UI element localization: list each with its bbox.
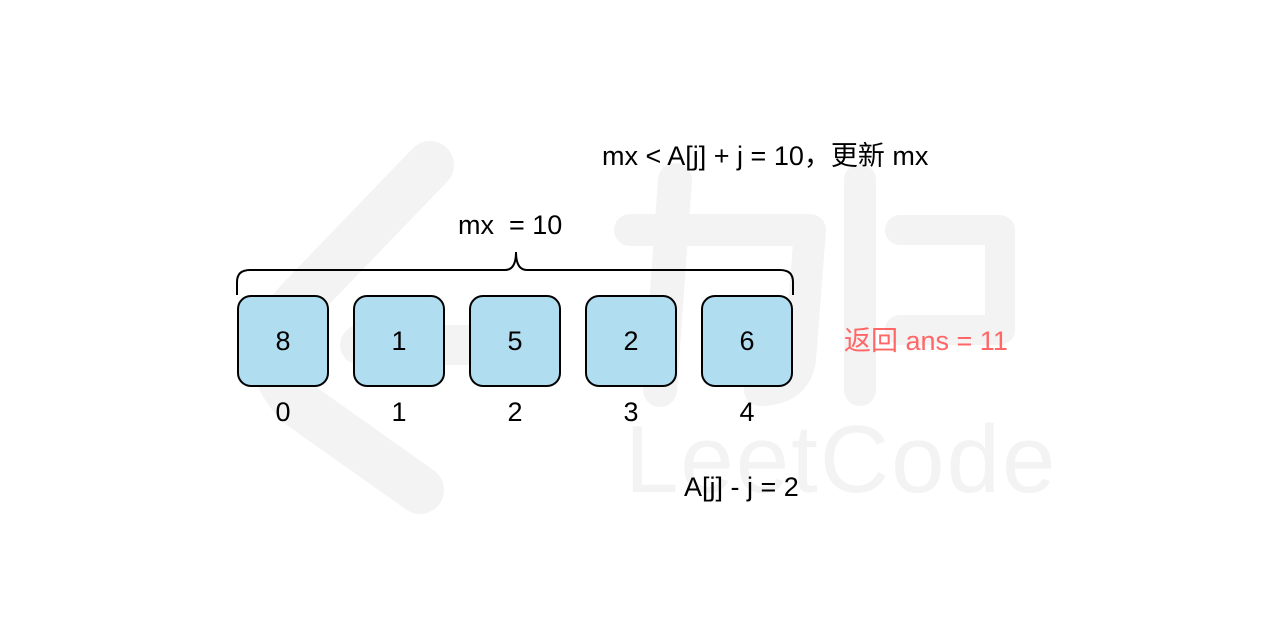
array-value: 1 [391,325,407,356]
return-answer-text: 返回 ans = 11 [844,326,1008,356]
array-cell-2: 5 [469,295,561,387]
difference-annotation: A[j] - j = 2 [684,472,799,502]
mx-value-label: mx = 10 [458,210,563,240]
array-index-1: 1 [391,397,407,427]
update-condition-text: mx < A[j] + j = 10，更新 mx [602,141,929,171]
array-index-3: 3 [623,397,639,427]
array-value: 2 [623,325,639,356]
array-value: 5 [507,325,523,356]
array-index-2: 2 [507,397,523,427]
array-cell-0: 8 [237,295,329,387]
array-cell-4: 6 [701,295,793,387]
array-value: 6 [739,325,755,356]
array-index-0: 0 [275,397,291,427]
array-value: 8 [275,325,291,356]
array-cell-3: 2 [585,295,677,387]
array-index-4: 4 [739,397,755,427]
array-cell-1: 1 [353,295,445,387]
